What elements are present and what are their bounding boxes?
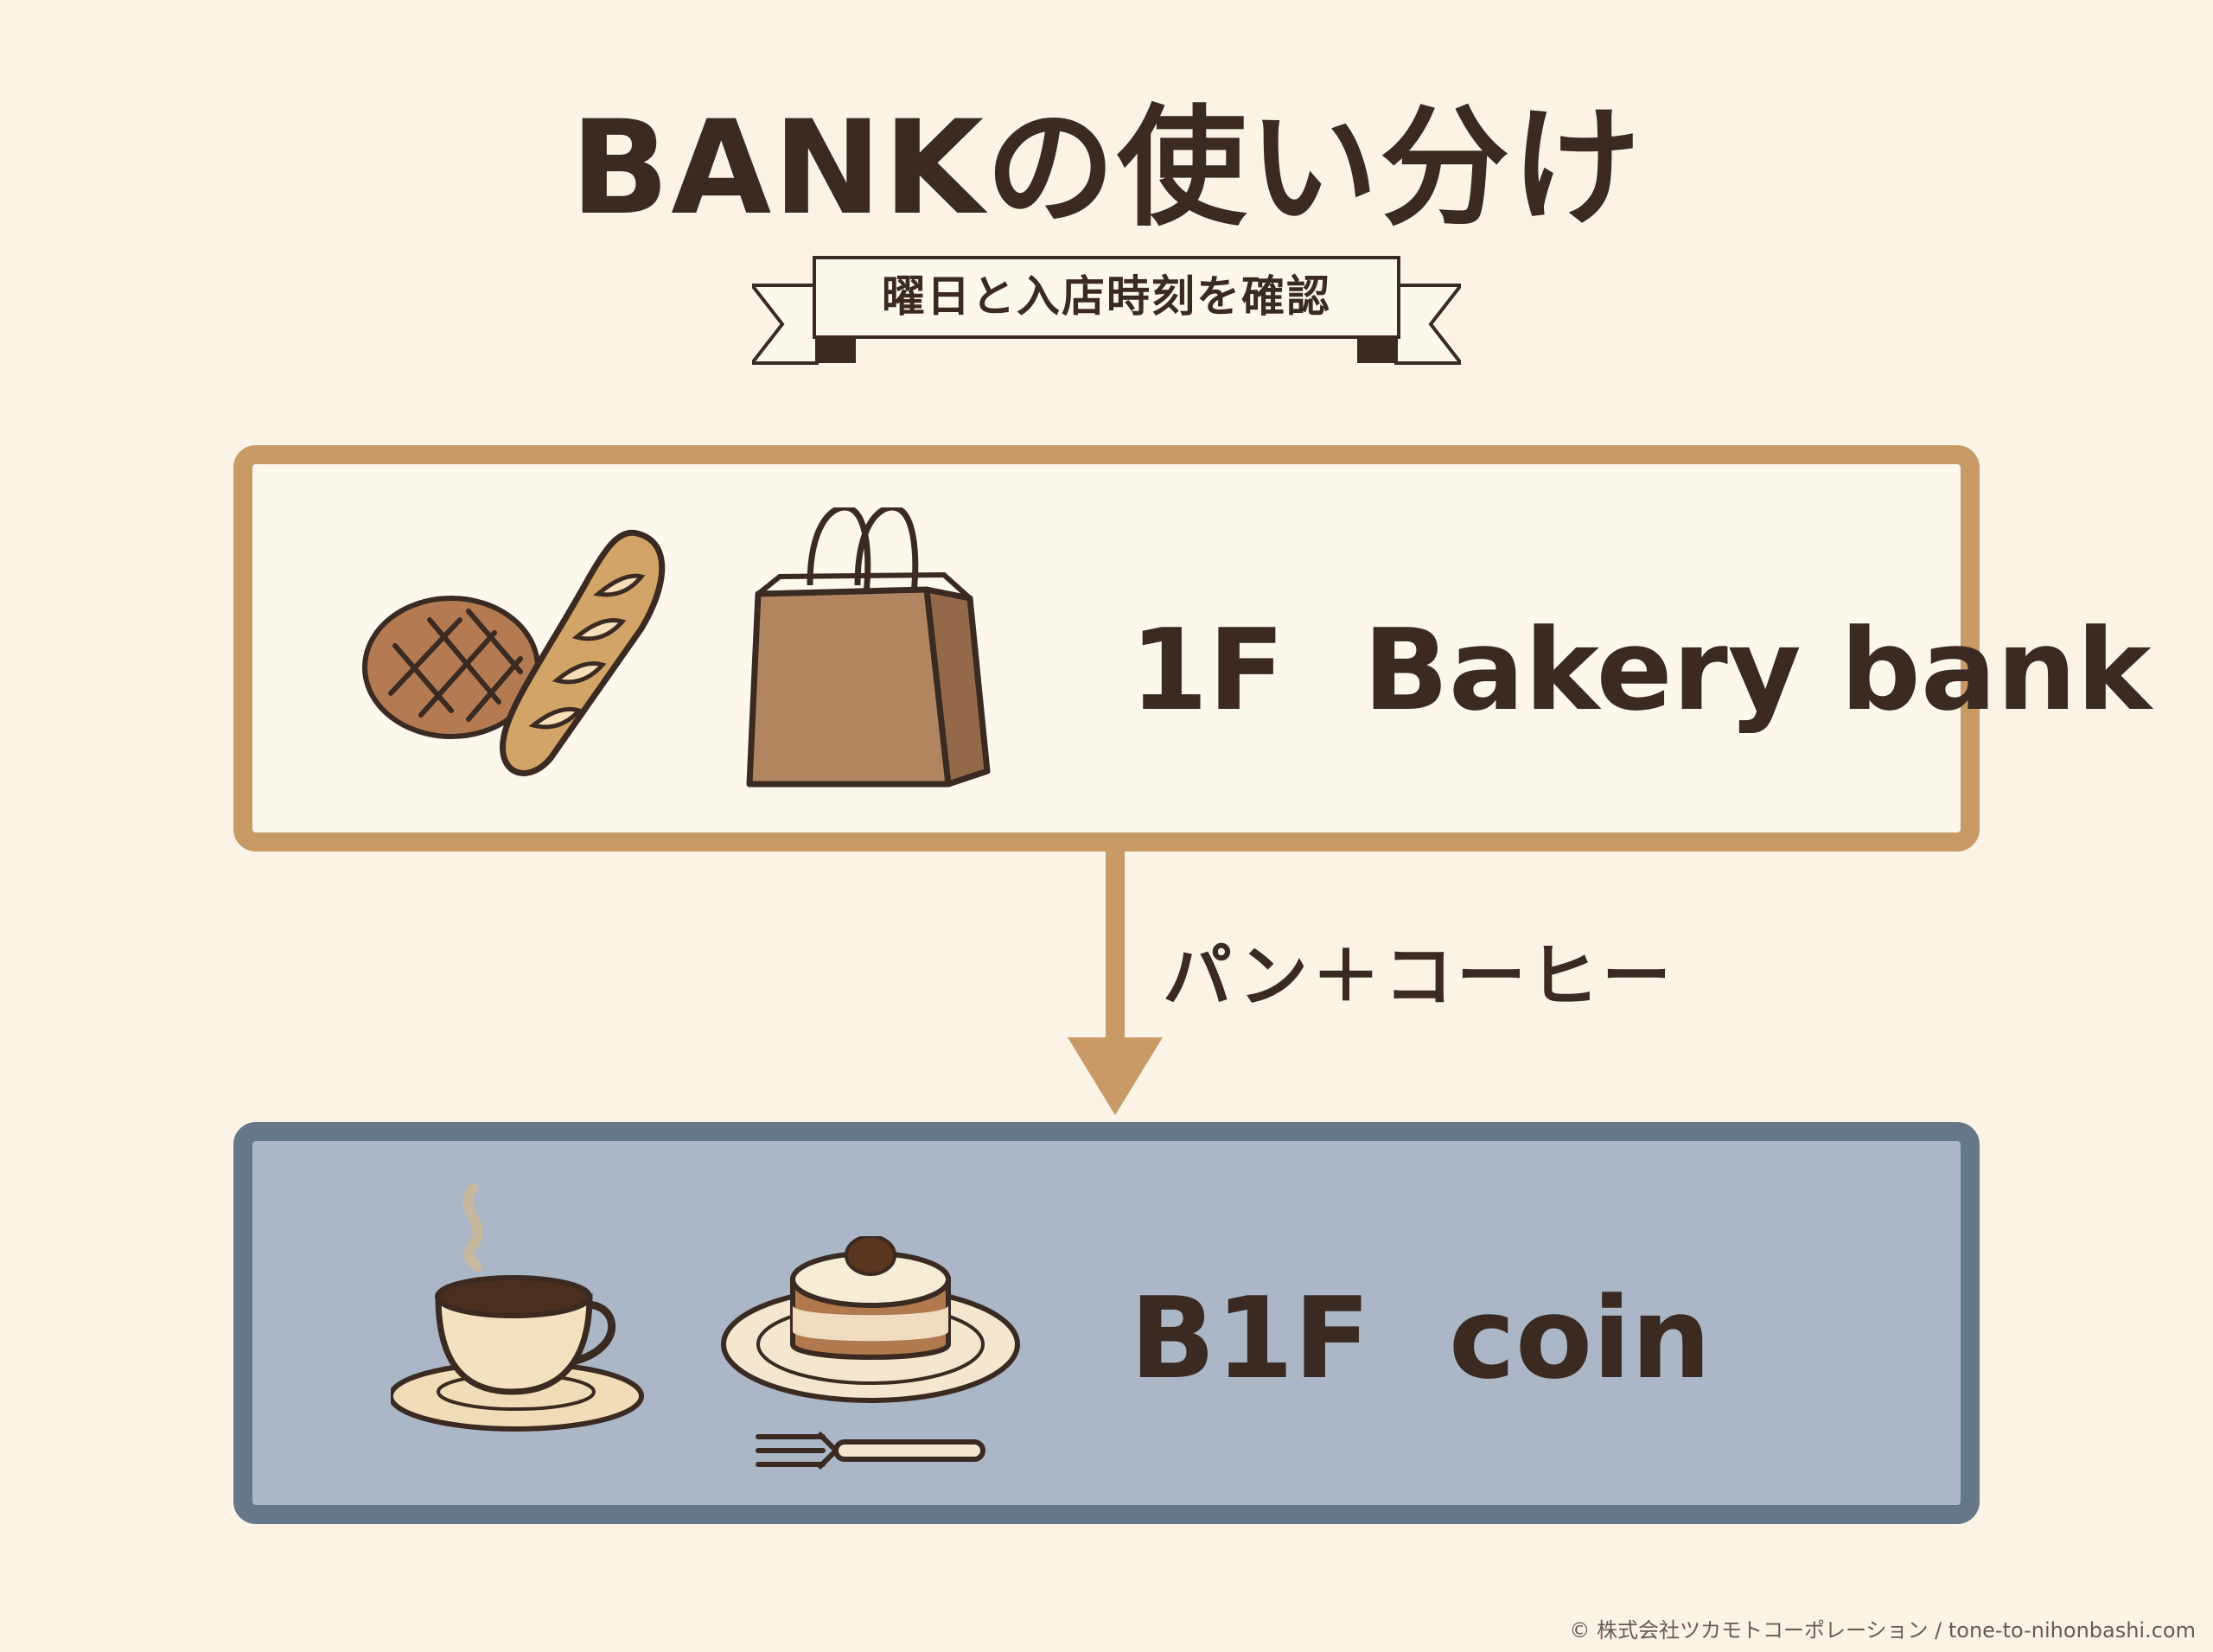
shopping-bag-icon [746,507,991,788]
connector-label: パン＋コーヒー [1163,936,1674,1017]
baguette-icon [500,529,666,776]
page-title: BANKの使い分け [570,93,1643,244]
cake-plate-icon [721,1236,1020,1403]
floor-1f-panel: 1F Bakery bank [233,445,2152,852]
floor-1f-label: 1F Bakery bank [1130,604,2152,736]
melon-bread-icon [362,596,540,739]
fork-icon [756,1431,985,1470]
floor-b1f-panel: B1F coin [233,1122,1980,1524]
ribbon-shape-icon [752,256,1461,365]
down-arrow-icon [1068,852,1163,1115]
ribbon-text: 曜日と入店時刻を確認 [882,271,1331,322]
subtitle-ribbon: 曜日と入店時刻を確認 [752,251,1461,372]
copyright-footer: © 株式会社ツカモトコーポレーション / tone-to-nihonbashi.… [1569,1618,2196,1642]
coffee-cup-icon [391,1183,644,1432]
floor-b1f-label: B1F coin [1130,1272,1712,1404]
